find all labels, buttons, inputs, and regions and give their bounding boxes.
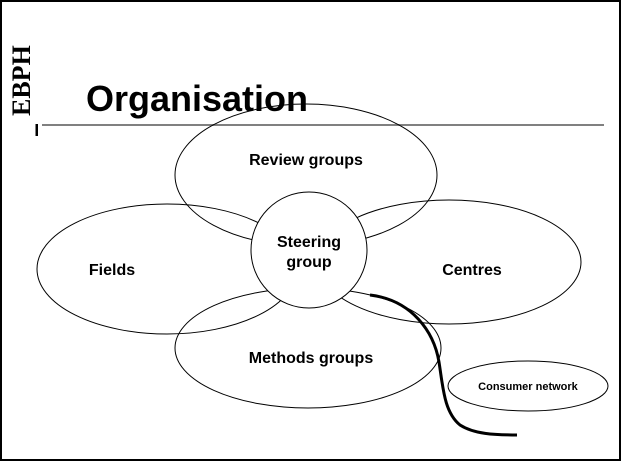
consumer-network-label: Consumer network — [478, 381, 578, 393]
consumer-link-curve — [369, 293, 518, 437]
review-groups-label: Review groups — [249, 152, 363, 169]
logo-text: EBPH — [8, 45, 36, 116]
steering-group-circle — [250, 191, 368, 309]
steering-group-label-line1: Steering — [276, 234, 341, 251]
title-divider — [42, 124, 604, 126]
centres-label: Centres — [442, 262, 502, 279]
logo: EBPH — [8, 45, 38, 136]
consumer-network-ellipse — [447, 360, 609, 412]
page-title: Organisation — [86, 78, 309, 119]
methods-groups-label: Methods groups — [248, 350, 374, 367]
fields-label: Fields — [88, 262, 136, 279]
steering-group-label-line2: group — [286, 254, 332, 271]
